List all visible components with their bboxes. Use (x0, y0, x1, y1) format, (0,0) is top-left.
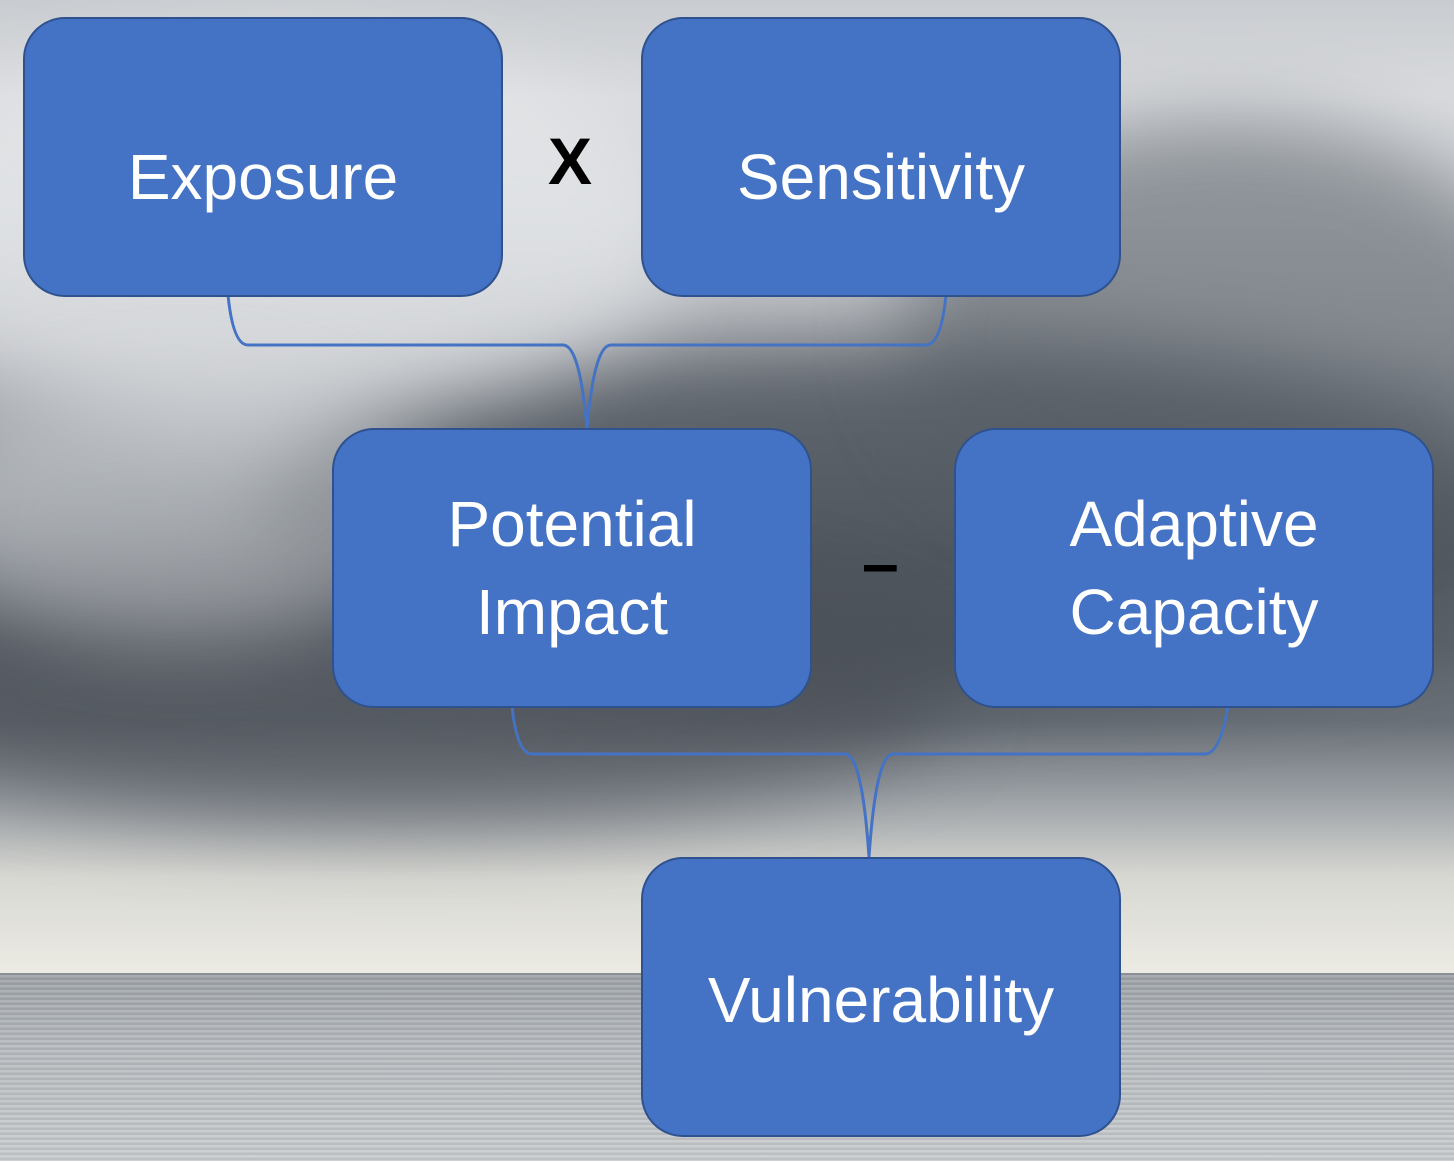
multiply-operator: X (548, 124, 593, 198)
sensitivity-label: Sensitivity (736, 141, 1026, 213)
connector-impact-capacity-to-vulnerability (510, 705, 1230, 858)
connector-exposure-sensitivity-to-impact (226, 294, 948, 431)
sensitivity-box: Sensitivity (641, 17, 1121, 297)
vulnerability-label: Vulnerability (707, 964, 1055, 1036)
exposure-box: Exposure (23, 17, 503, 297)
vulnerability-box: Vulnerability (641, 857, 1121, 1137)
exposure-label: Exposure (127, 141, 399, 213)
adaptive-capacity-box: Adaptive Capacity (954, 428, 1434, 708)
potential-impact-box: Potential Impact (332, 428, 812, 708)
minus-operator: – (862, 526, 899, 600)
adaptive-capacity-label: Adaptive Capacity (1069, 488, 1319, 648)
potential-impact-label: Potential Impact (447, 488, 697, 648)
